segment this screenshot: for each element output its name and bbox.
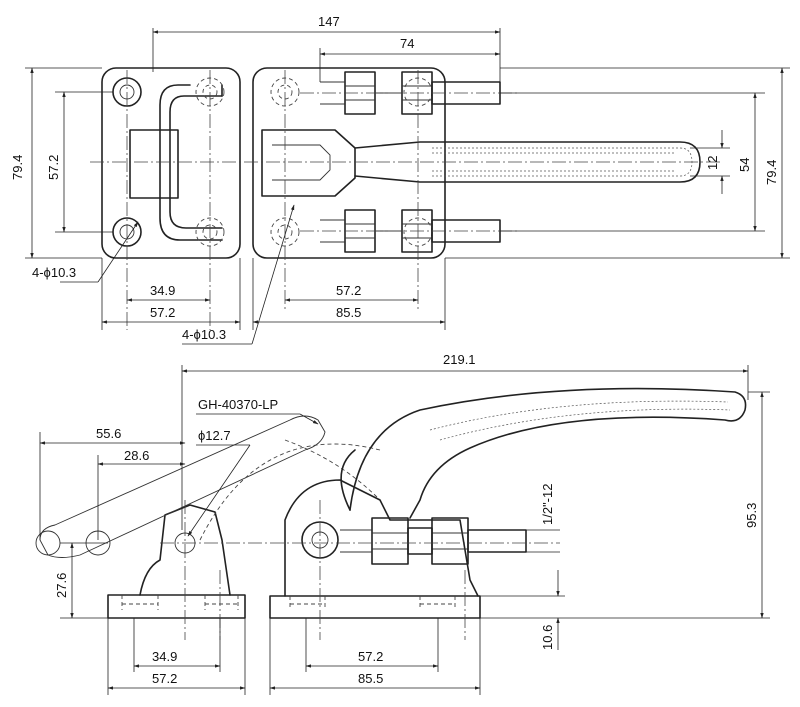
top-view: 147 74 79.4 57.2 79.4 54 12 34.9	[10, 14, 790, 345]
nut-icon	[431, 517, 469, 565]
side-view: 219.1 GH-40370-LP 55.6 28.6 ϕ12.7 1/2"-1…	[35, 352, 770, 695]
dim-thread: 1/2"-12	[540, 484, 555, 525]
dim-right-inner: 57.2	[336, 283, 361, 298]
callout-holes-right: 4-ϕ10.3	[182, 327, 226, 342]
dim-base-offset: 27.6	[54, 573, 69, 598]
threaded-rod	[467, 529, 527, 553]
handle-closed-position	[340, 387, 747, 519]
dim-total-height: 95.3	[744, 503, 759, 528]
callout-holes-left: 4-ϕ10.3	[32, 265, 76, 280]
left-base	[107, 504, 246, 619]
dim-left-outer: 57.2	[150, 305, 175, 320]
dim-overall-length: 219.1	[443, 352, 476, 367]
left-base-plate	[101, 67, 241, 259]
dim-side-right-inner: 57.2	[358, 649, 383, 664]
dim-pin-diameter: ϕ12.7	[198, 428, 231, 443]
dim-overall-width: 147	[318, 14, 340, 29]
dim-left-inner: 34.9	[150, 283, 175, 298]
right-base-plate	[252, 67, 446, 259]
dim-slot-width: 12	[705, 156, 720, 170]
dim-side-left-outer: 57.2	[152, 671, 177, 686]
model-number: GH-40370-LP	[198, 397, 278, 412]
dim-right-outer: 85.5	[336, 305, 361, 320]
dim-reach-inner: 28.6	[124, 448, 149, 463]
dim-base-thickness: 10.6	[540, 625, 555, 650]
dim-height-left: 79.4	[10, 155, 25, 180]
dim-height-right: 79.4	[764, 160, 779, 185]
nut-icon	[371, 517, 409, 565]
dim-rod-length: 74	[400, 36, 414, 51]
dim-bolt-spacing: 54	[737, 158, 752, 172]
dim-side-left-inner: 34.9	[152, 649, 177, 664]
dim-side-right-outer: 85.5	[358, 671, 383, 686]
plunger	[340, 517, 527, 565]
dim-hole-spacing-vertical: 57.2	[46, 155, 61, 180]
dim-reach-outer: 55.6	[96, 426, 121, 441]
